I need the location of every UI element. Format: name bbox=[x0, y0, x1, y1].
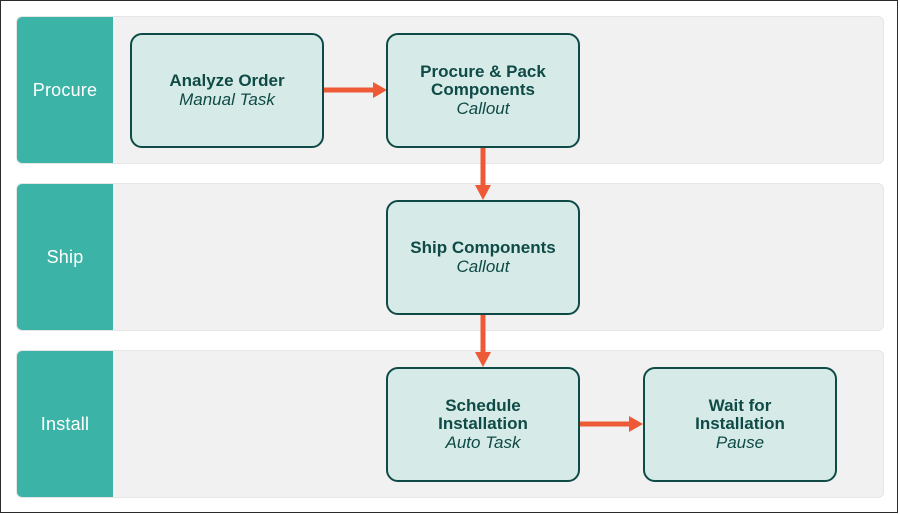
node-procure-pack-components[interactable]: Procure & Pack Components Callout bbox=[386, 33, 580, 148]
node-type: Auto Task bbox=[445, 433, 521, 452]
node-title: Ship Components bbox=[410, 238, 556, 257]
node-title: Procure & Pack Components bbox=[420, 62, 546, 99]
node-type: Callout bbox=[456, 99, 510, 118]
node-wait-for-installation[interactable]: Wait for Installation Pause bbox=[643, 367, 837, 482]
node-title: Analyze Order bbox=[169, 71, 285, 90]
lane-label-procure: Procure bbox=[17, 17, 113, 163]
lane-label-install: Install bbox=[17, 351, 113, 497]
arrowhead-analyze-to-procure bbox=[373, 82, 387, 98]
node-ship-components[interactable]: Ship Components Callout bbox=[386, 200, 580, 315]
arrowhead-procure-to-ship bbox=[475, 185, 491, 200]
node-title: Wait for Installation bbox=[695, 396, 785, 433]
node-schedule-installation[interactable]: Schedule Installation Auto Task bbox=[386, 367, 580, 482]
node-type: Manual Task bbox=[179, 90, 275, 109]
lane-label-ship: Ship bbox=[17, 184, 113, 330]
node-type: Callout bbox=[456, 257, 510, 276]
node-type: Pause bbox=[715, 433, 765, 452]
arrowhead-schedule-to-wait bbox=[629, 416, 643, 432]
node-title: Schedule Installation bbox=[438, 396, 528, 433]
arrowhead-ship-to-schedule bbox=[475, 352, 491, 367]
node-analyze-order[interactable]: Analyze Order Manual Task bbox=[130, 33, 324, 148]
